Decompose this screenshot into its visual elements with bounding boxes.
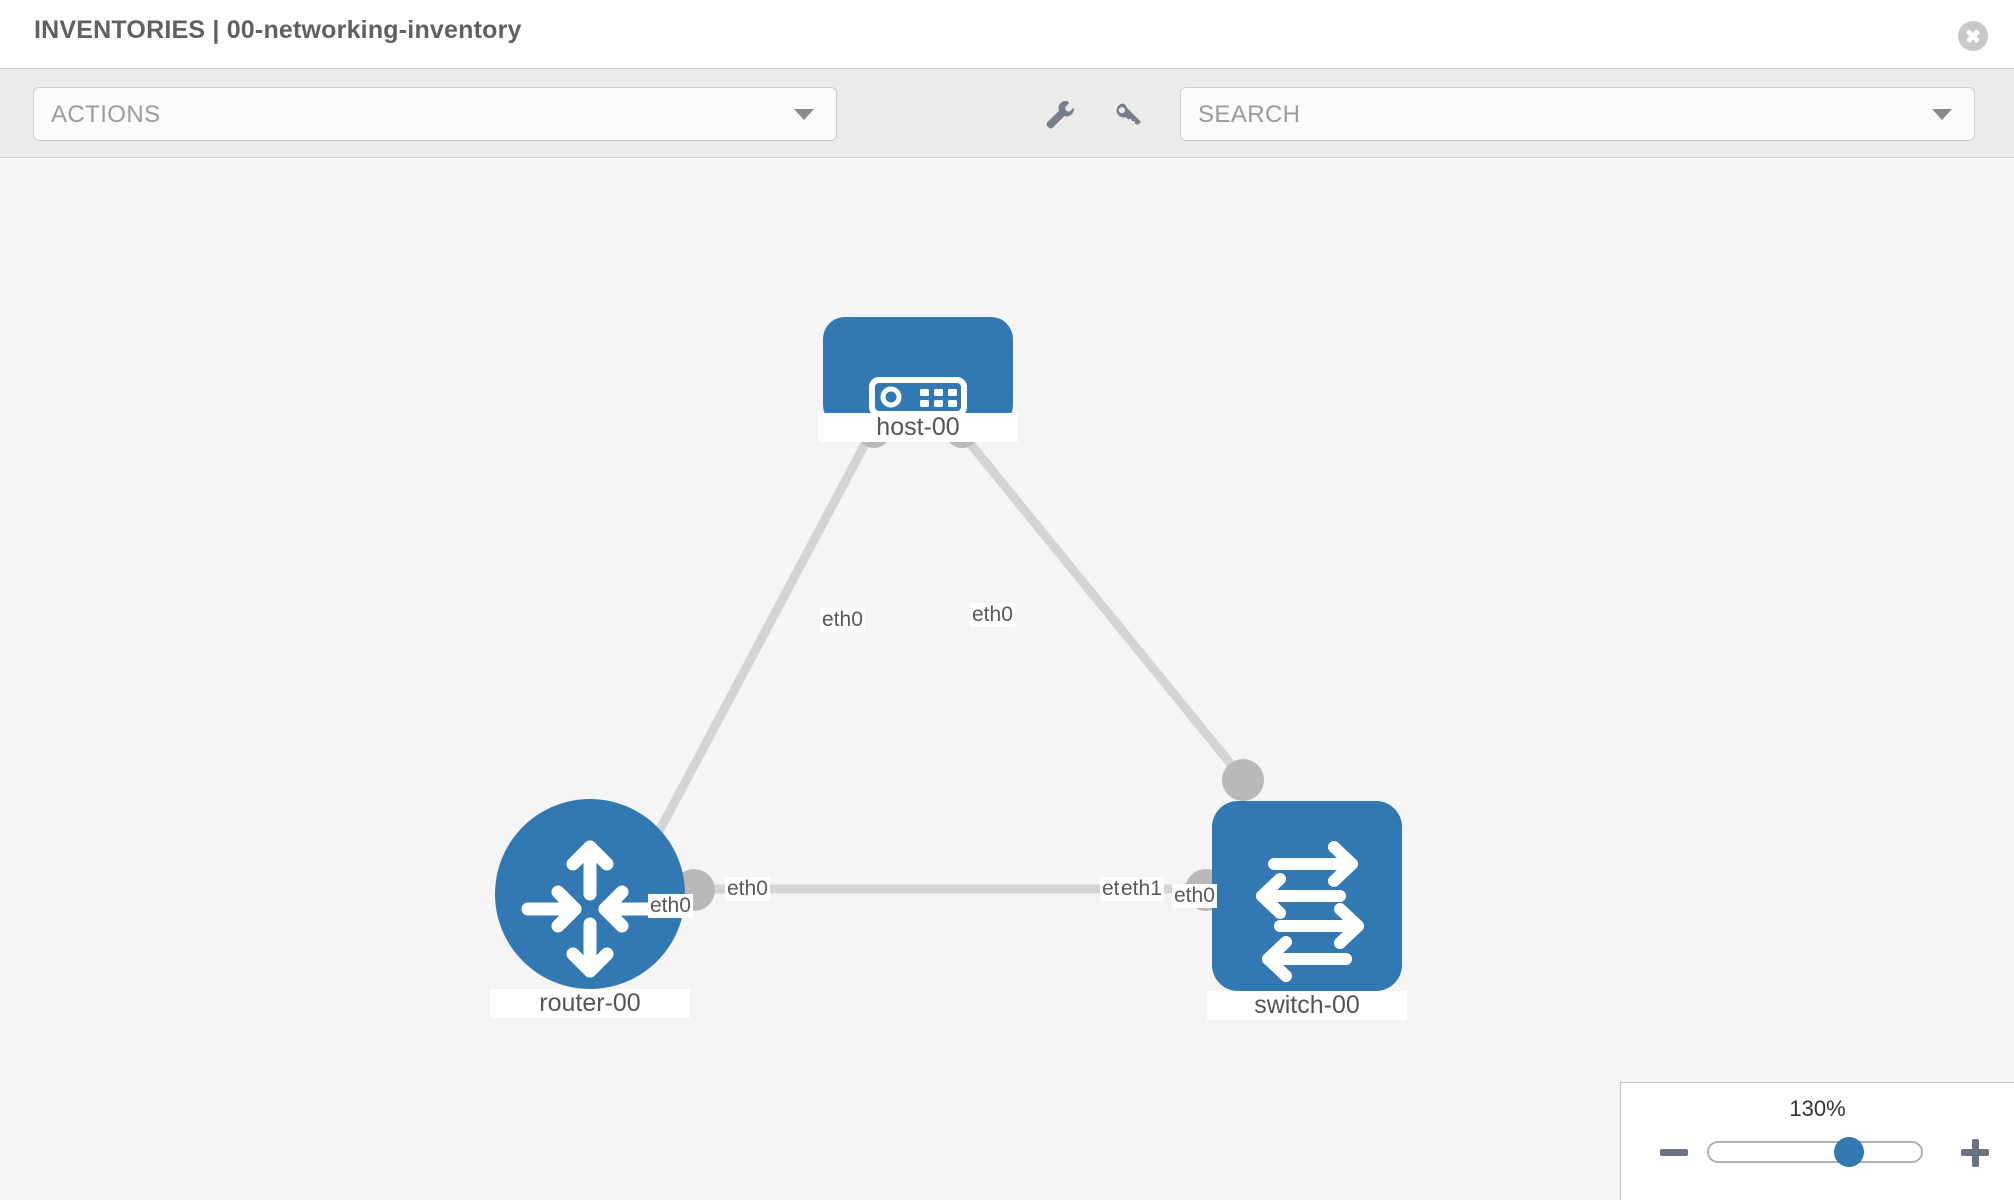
zoom-slider-track[interactable] bbox=[1707, 1137, 1923, 1167]
key-icon[interactable] bbox=[1108, 95, 1148, 135]
iface-label-host-right: eth0 bbox=[970, 603, 1015, 627]
switch-node-label: switch-00 bbox=[1207, 991, 1407, 1020]
handle-switch-top[interactable] bbox=[1222, 759, 1264, 801]
link-host-router[interactable] bbox=[651, 428, 876, 842]
toolbar: ACTIONS SEARCH bbox=[0, 69, 2014, 158]
topology-canvas[interactable]: host-00 bbox=[0, 159, 2014, 1200]
plus-icon[interactable] bbox=[1958, 1135, 1992, 1169]
host-node-label: host-00 bbox=[818, 413, 1018, 442]
topology-links bbox=[651, 428, 1247, 894]
iface-label-switch-top: eth0 bbox=[1172, 884, 1217, 908]
minus-icon[interactable] bbox=[1657, 1135, 1691, 1169]
zoom-slider-row bbox=[1621, 1135, 2014, 1169]
actions-dropdown-label: ACTIONS bbox=[51, 101, 161, 128]
zoom-level-value: 130% bbox=[1789, 1096, 1846, 1121]
iface-label-switch-left: eth1 bbox=[1119, 877, 1164, 901]
router-node-label: router-00 bbox=[490, 989, 690, 1018]
search-input-placeholder: SEARCH bbox=[1198, 101, 1301, 128]
link-host-switch[interactable] bbox=[956, 428, 1247, 782]
iface-label-router-top: eth0 bbox=[648, 894, 693, 918]
chevron-down-icon bbox=[1932, 109, 1952, 120]
actions-dropdown[interactable]: ACTIONS bbox=[33, 87, 837, 141]
topology-node-host[interactable]: host-00 bbox=[818, 317, 1018, 477]
chevron-down-icon bbox=[794, 109, 814, 120]
switch-node-shape bbox=[1212, 801, 1402, 991]
iface-label-router-right: eth0 bbox=[725, 877, 770, 901]
iface-label-host-left: eth0 bbox=[820, 608, 865, 632]
page-title: INVENTORIES | 00-networking-inventory bbox=[34, 16, 522, 44]
wrench-icon[interactable] bbox=[1040, 95, 1080, 135]
host-node-shape bbox=[823, 317, 1013, 427]
zoom-control-panel: 130% bbox=[1620, 1082, 2014, 1200]
close-icon[interactable] bbox=[1958, 21, 1988, 51]
page-header: INVENTORIES | 00-networking-inventory bbox=[0, 0, 2014, 69]
zoom-slider-thumb[interactable] bbox=[1834, 1137, 1864, 1167]
topology-node-switch[interactable]: switch-00 bbox=[1207, 801, 1407, 1021]
search-dropdown[interactable]: SEARCH bbox=[1180, 87, 1975, 141]
